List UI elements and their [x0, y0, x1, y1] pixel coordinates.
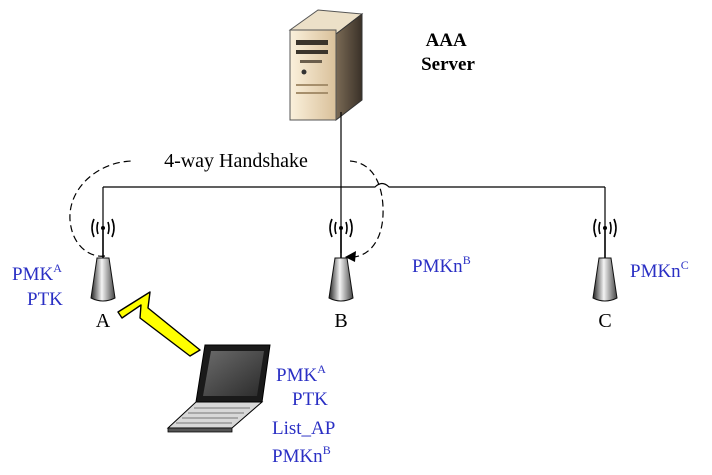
- access-point-a: A: [90, 218, 116, 332]
- access-point-body: [328, 257, 354, 302]
- access-point-b: B: [328, 218, 354, 332]
- laptop-list-ap-label: List_AP: [272, 418, 335, 439]
- laptop-pmkn-label: PMKnB: [272, 443, 331, 467]
- handshake-label: 4-way Handshake: [164, 150, 308, 172]
- server-label-line2: Server: [421, 54, 475, 75]
- laptop-icon: [166, 344, 271, 433]
- server-icon: [288, 9, 364, 122]
- ap-c-name: C: [598, 310, 611, 332]
- ap-a-pmk-label: PMKA: [12, 261, 62, 285]
- ap-c-pmkn-label: PMKnC: [630, 258, 689, 282]
- laptop-pmk-label: PMKA: [276, 362, 326, 386]
- ap-b-name: B: [334, 310, 347, 332]
- wifi-signal-icon: [91, 218, 115, 238]
- ap-a-name: A: [96, 310, 111, 332]
- handshake-arc: [69, 160, 384, 258]
- wireless-link-lightning-icon: [117, 291, 201, 357]
- backbone-network: [102, 112, 606, 253]
- ap-a-ptk-label: PTK: [27, 289, 63, 310]
- wifi-signal-icon: [329, 218, 353, 238]
- ap-b-pmkn-label: PMKnB: [412, 253, 471, 277]
- backbone-line: [103, 182, 605, 188]
- laptop-ptk-label: PTK: [292, 389, 328, 410]
- access-point-body: [90, 257, 116, 302]
- wifi-signal-icon: [593, 218, 617, 238]
- access-point-c: C: [592, 218, 618, 332]
- access-point-body: [592, 257, 618, 302]
- handshake-arrowhead: [345, 251, 356, 262]
- server-label-line1: AAA: [426, 30, 467, 51]
- server-label: AAA Server: [421, 30, 475, 75]
